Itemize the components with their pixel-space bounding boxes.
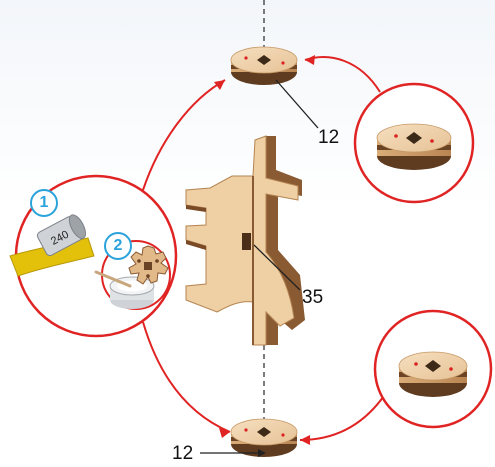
arrowhead-bottom-washer — [219, 428, 230, 438]
zoom-circle-top — [353, 82, 475, 204]
top-washer — [230, 46, 298, 85]
bottom-washer — [230, 418, 298, 457]
arrow-from-zoom-top — [304, 56, 381, 93]
small-gear-part — [128, 245, 169, 285]
glue-stick — [94, 270, 132, 288]
bottom-washer-label: 12 — [172, 443, 194, 464]
leader-top-12 — [275, 79, 319, 129]
arrowhead-top-right — [305, 55, 315, 65]
arrow-to-top-washer — [142, 79, 226, 191]
top-washer-label: 12 — [318, 127, 340, 148]
step-2-badge: 2 — [104, 232, 132, 260]
tools-zoom-circle: 240 — [9, 174, 178, 338]
step-1-badge: 1 — [30, 189, 58, 217]
part-35-label: 35 — [302, 287, 324, 308]
arrow-to-bottom-washer — [142, 321, 231, 433]
zoom-circle-bottom — [373, 309, 493, 429]
leader-35 — [253, 244, 301, 291]
arrowhead-top-washer — [214, 80, 225, 90]
wooden-part-35 — [185, 135, 305, 346]
sandpaper-strip — [9, 237, 95, 277]
sandpaper-roll: 240 — [36, 214, 87, 257]
arrowhead-bottom-right — [300, 435, 310, 445]
